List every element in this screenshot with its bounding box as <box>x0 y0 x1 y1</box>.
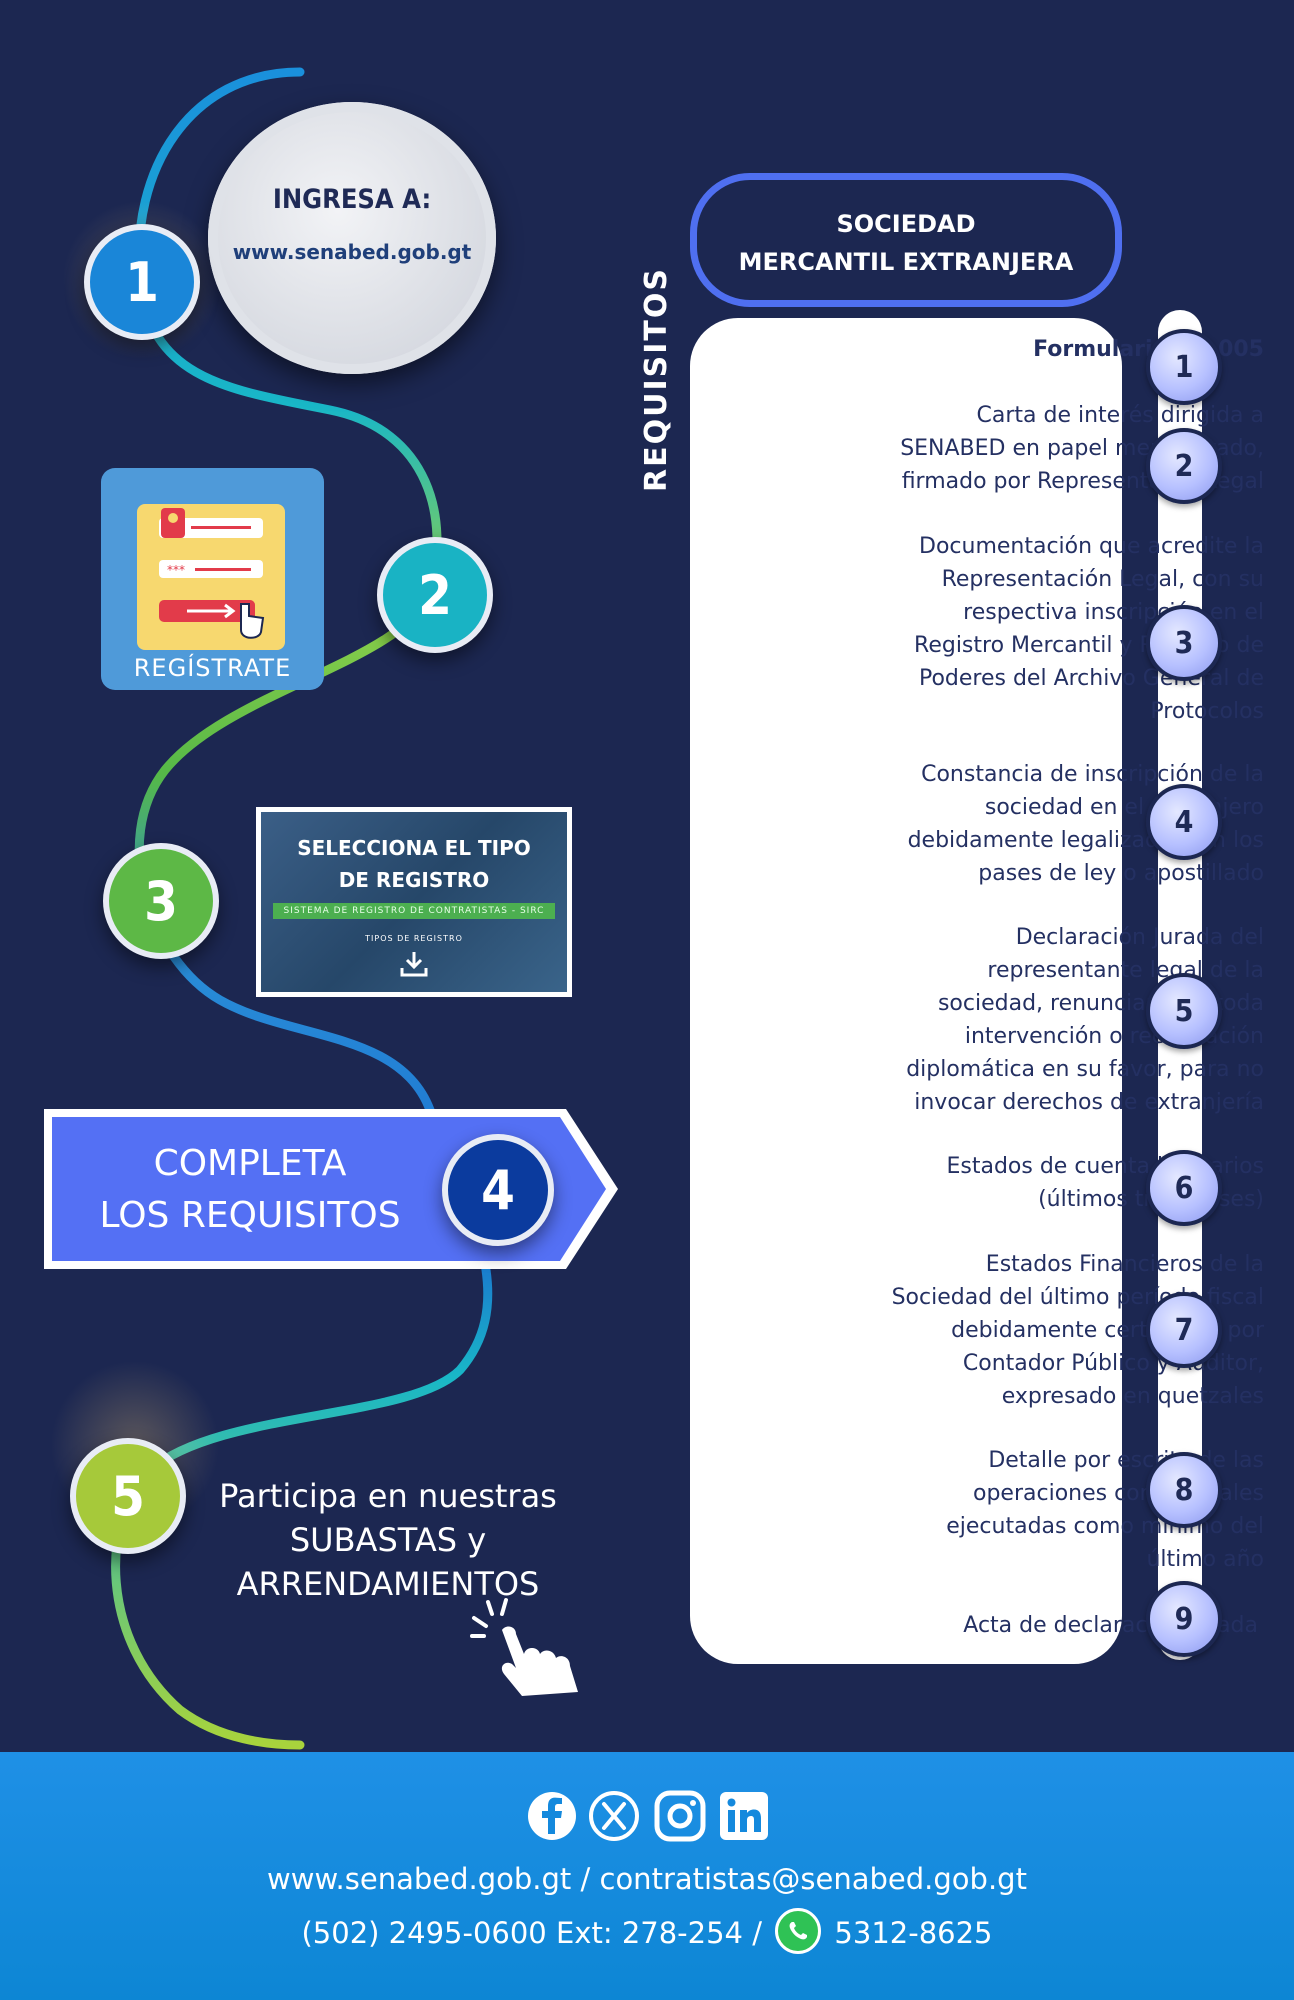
download-icon <box>400 952 428 977</box>
select-type-title: SELECCIONA EL TIPO DE REGISTRO <box>297 836 531 892</box>
sirc-subtitle: SISTEMA DE REGISTRO DE CONTRATISTAS - SI… <box>273 903 555 919</box>
participate-text: Participa en nuestras SUBASTAS y ARRENDA… <box>219 1477 557 1603</box>
step-3-number: 3 <box>103 843 219 959</box>
footer-separator-2: / <box>752 1916 762 1950</box>
social-icons <box>526 1790 770 1844</box>
instagram-icon[interactable] <box>654 1790 706 1842</box>
step-1-card: INGRESA A: www.senabed.gob.gt <box>208 102 496 374</box>
step-4-number: 4 <box>442 1134 554 1246</box>
requirement-number-3: 3 <box>1146 605 1222 681</box>
linkedin-icon[interactable] <box>718 1790 770 1842</box>
svg-text:***: *** <box>167 563 185 577</box>
website-link[interactable]: www.senabed.gob.gt <box>267 1862 572 1896</box>
step-5-number: 5 <box>70 1438 186 1554</box>
requirement-2: Carta de interés dirigida a SENABED en p… <box>900 403 1264 494</box>
tipos-registro-label: TIPOS DE REGISTRO <box>365 934 463 943</box>
whatsapp-icon[interactable] <box>775 1908 822 1954</box>
requirement-5: Declaración Jurada del representante leg… <box>906 925 1264 1115</box>
footer <box>0 1752 1294 2000</box>
requirements-header: SOCIEDAD MERCANTIL EXTRANJERA <box>690 173 1122 307</box>
hand-pointer-icon <box>470 1598 578 1696</box>
whatsapp-number[interactable]: 5312-8625 <box>834 1916 993 1950</box>
step-1-url[interactable]: www.senabed.gob.gt <box>232 240 472 264</box>
facebook-icon[interactable] <box>526 1790 578 1842</box>
requirement-number-5: 5 <box>1146 973 1222 1049</box>
requirement-number-4: 4 <box>1146 784 1222 860</box>
requirement-number-1: 1 <box>1146 329 1222 405</box>
complete-requirements-text: COMPLETA LOS REQUISITOS <box>99 1143 401 1236</box>
email-link[interactable]: contratistas@senabed.gob.gt <box>599 1862 1027 1896</box>
footer-separator: / <box>580 1862 591 1896</box>
step-2-number: 2 <box>377 537 493 653</box>
requirement-number-9: 9 <box>1146 1581 1222 1657</box>
requirement-number-2: 2 <box>1146 428 1222 504</box>
requirements-vertical-label: REQUISITOS <box>639 267 674 492</box>
step-2-register-card[interactable]: *** REGÍSTRATE <box>101 468 324 690</box>
footer-contact-web: www.senabed.gob.gt / contratistas@senabe… <box>0 1862 1294 1896</box>
register-label: REGÍSTRATE <box>133 654 292 682</box>
x-icon[interactable] <box>588 1790 640 1842</box>
requirements-card <box>690 318 1122 1664</box>
requirement-number-6: 6 <box>1146 1150 1222 1226</box>
footer-contact-phone: (502) 2495-0600 Ext: 278-254 / 5312-8625 <box>0 1908 1294 1958</box>
step-1-number: 1 <box>84 224 200 340</box>
requirement-number-8: 8 <box>1146 1452 1222 1528</box>
step-1-title: INGRESA A: <box>272 184 432 215</box>
requirement-number-7: 7 <box>1146 1292 1222 1368</box>
phone-number[interactable]: (502) 2495-0600 Ext: 278-254 <box>301 1916 743 1950</box>
register-form-icon: *** <box>137 504 285 650</box>
step-3-select-card[interactable]: SELECCIONA EL TIPO DE REGISTRO SISTEMA D… <box>256 807 572 997</box>
